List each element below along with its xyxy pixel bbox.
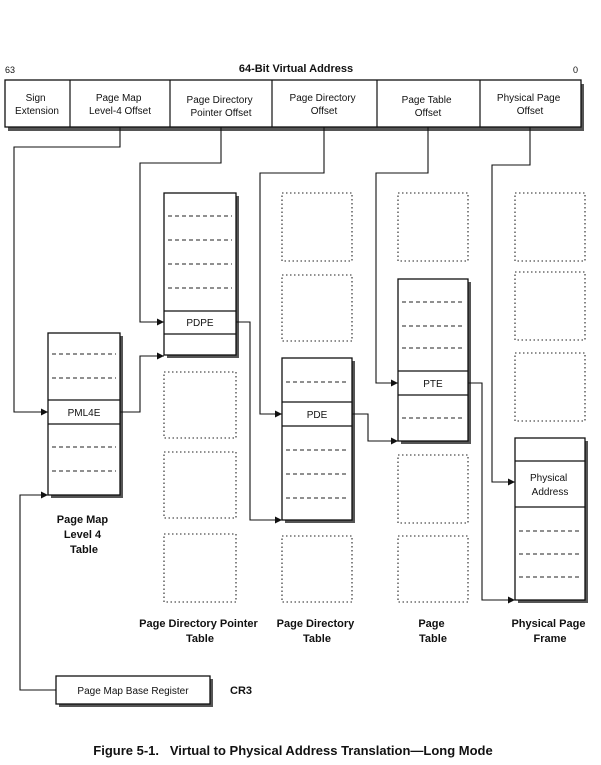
- wire-pdpe-to-pd: [236, 321, 282, 524]
- pdp-placeholder-2: [163, 451, 237, 519]
- pd-table: PDE: [281, 357, 355, 523]
- frame-placeholder-2: [514, 271, 586, 341]
- wire-cr3-to-pml4: [19, 491, 56, 691]
- field-pdp-offset: Page Directory Pointer Offset: [187, 95, 256, 119]
- pt-placeholder-2: [397, 454, 469, 524]
- wire-pdp-offset: [139, 127, 222, 326]
- pd-placeholder-2: [281, 274, 353, 342]
- field-pt-offset: Page Table Offset: [402, 95, 455, 119]
- cr3-label: CR3: [230, 685, 252, 697]
- page-map-base-register: Page Map Base Register: [55, 675, 213, 707]
- pt-placeholder-1: [397, 192, 469, 262]
- wire-pd-offset: [259, 127, 325, 418]
- virtual-address-register: Sign Extension Page Map Level-4 Offset P…: [4, 79, 584, 131]
- page-table: PTE: [397, 278, 471, 444]
- wire-pde-to-pt: [352, 413, 398, 445]
- pd-placeholder-1: [281, 192, 353, 262]
- physical-page-frame: Physical Address: [514, 437, 588, 603]
- frame-label: Physical Page Frame: [511, 618, 588, 645]
- frame-placeholder-3: [514, 352, 586, 422]
- figure-caption: Figure 5-1. Virtual to Physical Address …: [93, 743, 492, 758]
- register-name: Page Map Base Register: [77, 686, 189, 697]
- pdpe-entry: PDPE: [186, 318, 214, 329]
- pte-entry: PTE: [423, 379, 443, 390]
- pml4e-entry: PML4E: [68, 408, 101, 419]
- physical-address-entry: Physical Address: [530, 473, 570, 498]
- bit-63-label: 63: [5, 65, 15, 75]
- wire-pte-to-frame: [468, 382, 515, 604]
- bit-0-label: 0: [573, 65, 578, 75]
- pd-placeholder-3: [281, 535, 353, 603]
- field-page-offset: Physical Page Offset: [497, 93, 563, 117]
- address-title: 64-Bit Virtual Address: [239, 63, 353, 75]
- wire-pml4-offset: [13, 127, 121, 416]
- wire-pt-offset: [375, 127, 429, 387]
- pt-placeholder-3: [397, 535, 469, 603]
- pdp-placeholder-1: [163, 371, 237, 439]
- pd-table-label: Page Directory Table: [277, 618, 358, 645]
- pml4-table-label: Page Map Level 4 Table: [57, 514, 111, 556]
- pde-entry: PDE: [307, 410, 328, 421]
- pdp-placeholder-3: [163, 533, 237, 603]
- field-pml4-offset: Page Map Level-4 Offset: [89, 93, 151, 117]
- connector-wires: [13, 127, 531, 691]
- pt-table-label: Page Table: [418, 618, 447, 645]
- pdp-table: PDPE: [163, 192, 239, 358]
- wire-pml4e-to-pdp: [120, 352, 164, 413]
- field-sign-extension: Sign Extension: [15, 93, 59, 117]
- pml4-table: PML4E: [47, 332, 123, 498]
- wire-page-offset: [491, 127, 531, 486]
- field-pd-offset: Page Directory Offset: [290, 93, 359, 117]
- frame-placeholder-1: [514, 192, 586, 262]
- pdp-table-label: Page Directory Pointer Table: [139, 618, 261, 645]
